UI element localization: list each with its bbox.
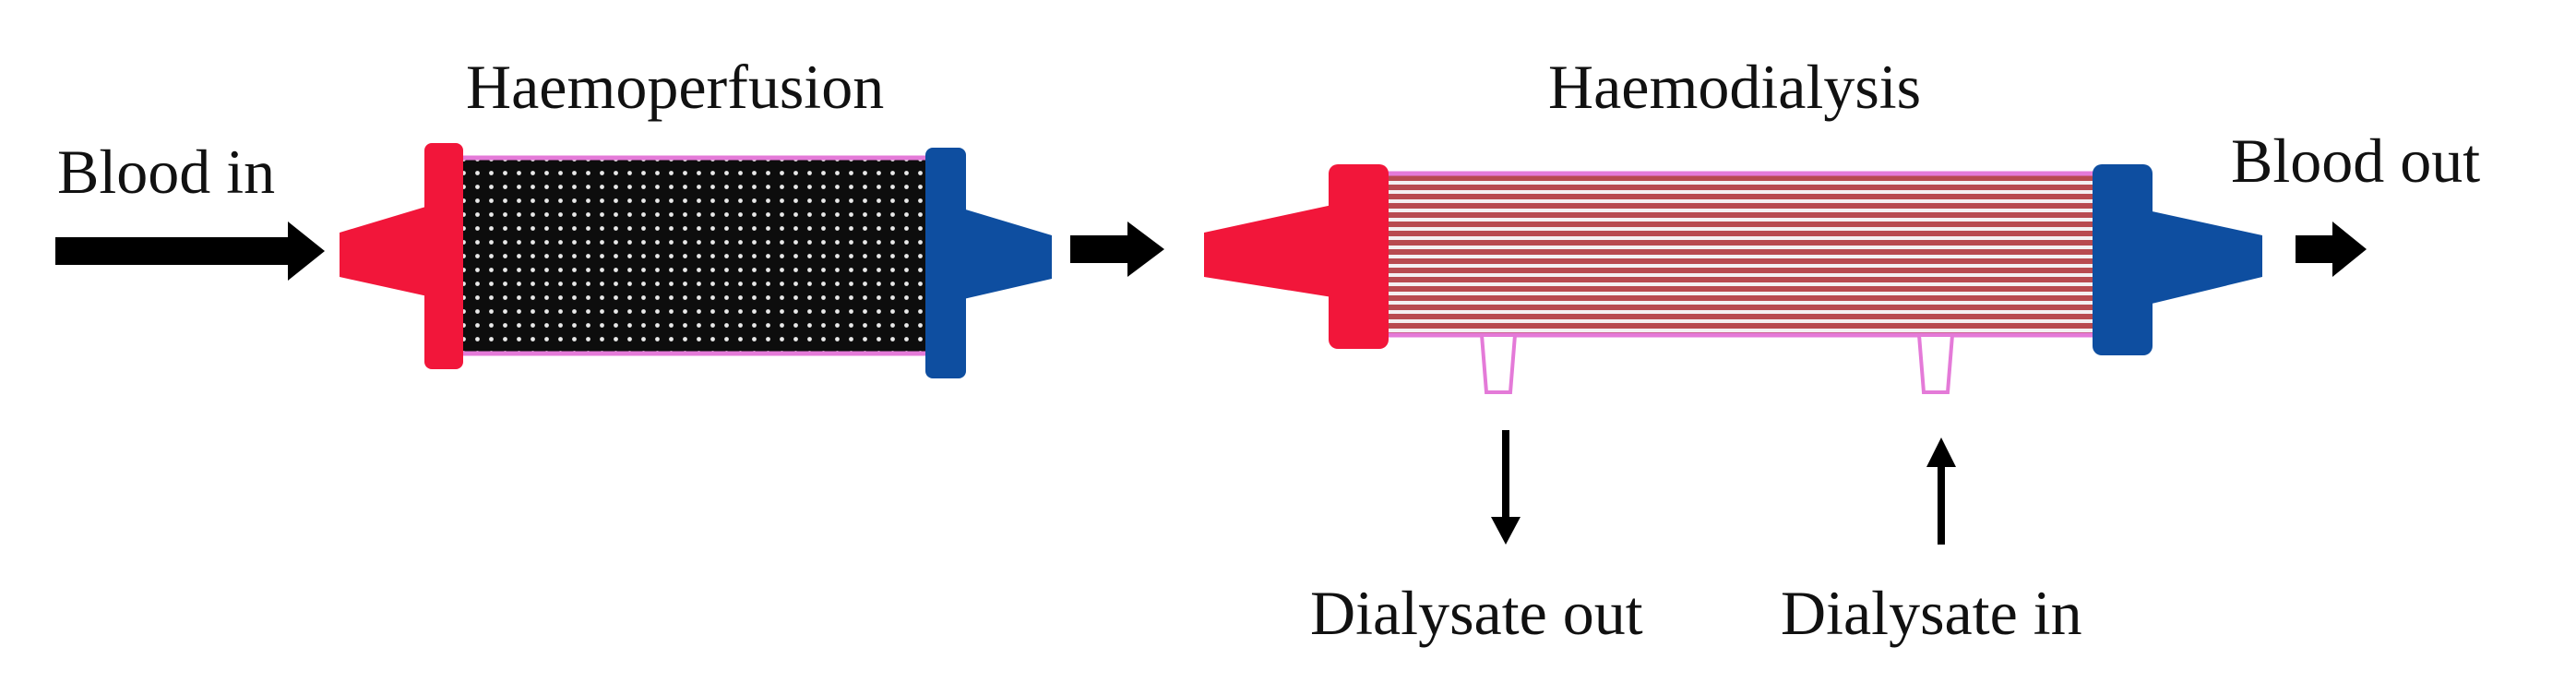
haemodialysis-label: Haemodialysis (1548, 52, 1922, 122)
haemoperfusion-cartridge (340, 143, 1052, 378)
dialysate-in-arrow (1926, 437, 1956, 545)
dialysate-in-label: Dialysate in (1781, 578, 2082, 648)
haemodialysis-outlet-nozzle (2148, 210, 2262, 305)
haemodialysis-fiber-bundle (1379, 171, 2109, 338)
blood-out-label: Blood out (2231, 126, 2481, 196)
haemoperfusion-outlet-nozzle (960, 208, 1052, 300)
haemoperfusion-inlet-cap (424, 143, 463, 369)
haemodialysis-outlet-cap (2093, 164, 2153, 355)
blood-out-arrow (2296, 222, 2367, 277)
dialysate-in-port (1916, 333, 1955, 394)
dialysate-out-port (1479, 333, 1518, 394)
haemoperfusion-sorbent-bed (455, 155, 942, 356)
haemodialysis-inlet-nozzle (1204, 205, 1332, 297)
haemodialysis-inlet-cap (1329, 164, 1389, 349)
haemoperfusion-outlet-cap (925, 148, 966, 378)
haemoperfusion-label: Haemoperfusion (466, 52, 885, 122)
haemoperfusion-inlet-nozzle (340, 205, 432, 297)
blood-in-arrow (55, 222, 325, 281)
dialysate-out-label: Dialysate out (1310, 578, 1643, 648)
transfer-arrow (1070, 222, 1164, 277)
dialysate-out-arrow (1491, 430, 1521, 545)
haemodialysis-cartridge (1204, 164, 2262, 394)
blood-in-label: Blood in (57, 137, 276, 207)
